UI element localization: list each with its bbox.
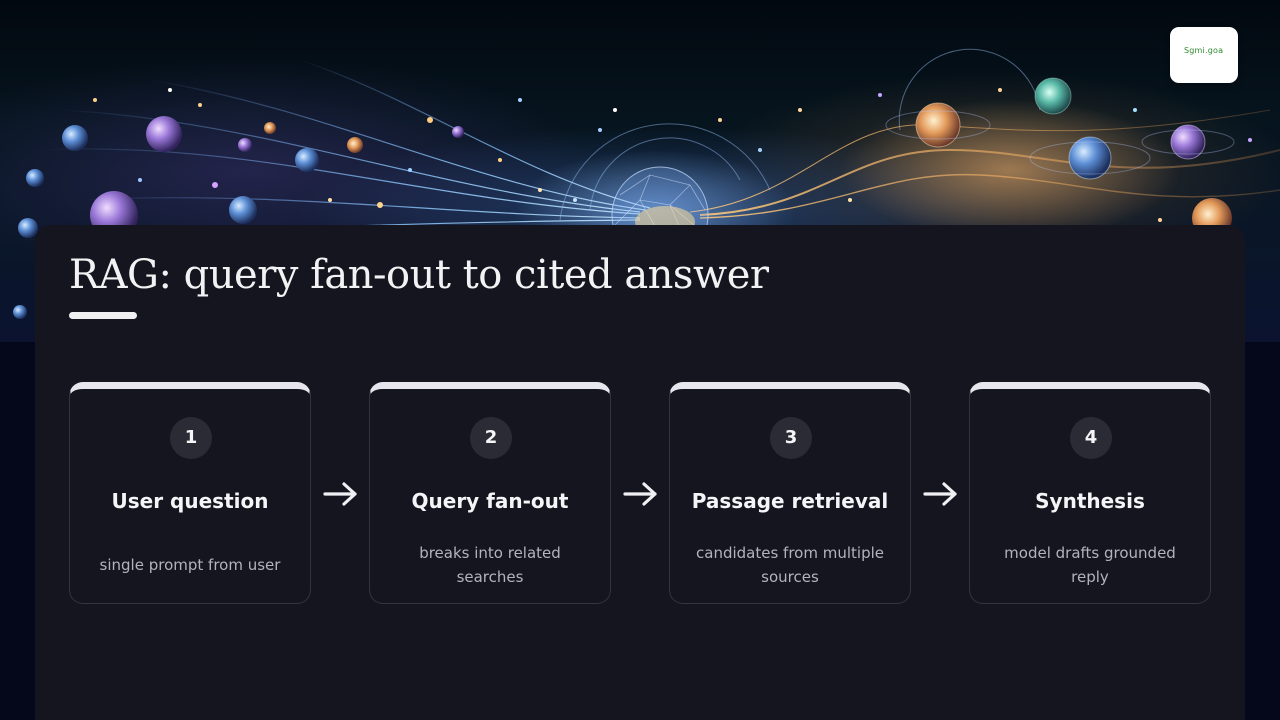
title-underline [69,312,137,319]
step-title: Query fan-out [411,489,569,513]
logo-badge: Sgmi.goa [1170,27,1238,83]
step-description: single prompt from user [99,556,281,574]
step-title: Synthesis [1035,489,1145,513]
step-description: breaks into related searches [419,544,561,586]
step-description: candidates from multiple sources [696,544,884,586]
logo-text: Sgmi.goa [1184,46,1224,55]
step-card-1: 1 User question single prompt from user [69,382,311,604]
step-card-3: 3 Passage retrieval candidates from mult… [669,382,911,604]
step-title: Passage retrieval [691,489,889,513]
arrow-right-icon [623,482,657,506]
step-card-2: 2 Query fan-out breaks into related sear… [369,382,611,604]
arrow-right-icon [923,482,957,506]
slide-title: RAG: query fan-out to cited answer [69,252,769,298]
step-description: model drafts grounded reply [1004,544,1176,586]
step-title: User question [111,489,269,513]
step-card-4: 4 Synthesis model drafts grounded reply [969,382,1211,604]
step-number-badge: 4 [1070,417,1112,459]
step-number-badge: 2 [470,417,512,459]
step-number-badge: 3 [770,417,812,459]
step-number-badge: 1 [170,417,212,459]
arrow-right-icon [323,482,357,506]
